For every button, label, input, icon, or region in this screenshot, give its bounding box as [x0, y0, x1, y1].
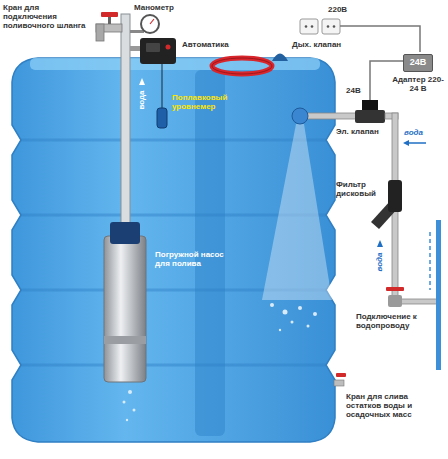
flow-label: вода [404, 128, 423, 137]
power-wire [340, 26, 420, 52]
bubble [298, 306, 302, 310]
valve-coil [362, 100, 378, 110]
tank-rib [21, 139, 326, 142]
tap-spout [96, 24, 104, 41]
voltage-label: 24В [346, 86, 361, 95]
solenoid-valve [355, 110, 385, 123]
bubble [291, 321, 294, 324]
flow-dash [429, 232, 431, 290]
bubble [123, 401, 126, 404]
float-cable [162, 64, 163, 108]
tap-handle [101, 12, 118, 17]
hose-coil [212, 58, 272, 74]
bubble [313, 312, 317, 316]
float-switch [157, 108, 167, 128]
water-spray [262, 124, 332, 300]
part-label: Погружной насос для полива [155, 250, 225, 268]
flow-arrowhead [377, 240, 383, 247]
mains-pipe [398, 299, 438, 304]
tank-body [12, 58, 335, 442]
flow-label: вода [375, 253, 384, 272]
node-text: 24В [403, 54, 434, 72]
power-socket [322, 19, 340, 34]
adapter-box: 24В Адаптер 220-24 В [390, 51, 446, 93]
automation-lamp [166, 45, 171, 50]
tank-rib [21, 364, 326, 367]
automation-box [140, 38, 176, 64]
flow-arrowhead [139, 78, 145, 85]
pump-cap [110, 222, 140, 244]
breather-valve [272, 54, 288, 62]
hose-coil-edge [212, 58, 272, 74]
spray-bubbles [270, 303, 317, 331]
mains-valve-handle [386, 287, 404, 291]
socket-hole [311, 25, 314, 28]
mains-riser [436, 220, 441, 370]
part-label: Подключение к водопроводу [356, 312, 432, 330]
automation-panel [146, 43, 160, 52]
socket-hole [333, 25, 336, 28]
drain-handle [336, 373, 346, 377]
disc-filter [388, 180, 402, 212]
riser-pipe [121, 14, 130, 228]
bubble [128, 390, 132, 394]
float-valve [292, 108, 308, 124]
drain-pipe [334, 380, 344, 386]
socket-hole [305, 25, 308, 28]
voltage-label: 220В [328, 5, 347, 14]
bubble [270, 303, 274, 307]
flow-arrow [408, 142, 426, 144]
socket-hole [327, 25, 330, 28]
part-label: Поплавковый уровнемер [172, 93, 242, 111]
bubble [307, 325, 310, 328]
part-label: Фильтр дисковый [336, 180, 386, 198]
pump-bubbles [123, 390, 136, 421]
pump-ring [104, 336, 146, 344]
tap-stem [108, 16, 111, 24]
part-label: Эл. клапан [336, 127, 379, 136]
part-label: Автоматика [182, 40, 229, 49]
node-caption: Адаптер 220-24 В [390, 75, 446, 93]
part-label: Дых. клапан [292, 40, 341, 49]
pressure-gauge [141, 15, 159, 33]
pump-body [104, 236, 146, 382]
gauge-stem [130, 30, 144, 33]
bubble [279, 329, 281, 331]
gauge-needle [150, 19, 154, 24]
mains-valve [388, 295, 402, 307]
bubble [133, 409, 136, 412]
bubble [283, 310, 288, 315]
power-socket [300, 19, 318, 34]
bubble [126, 419, 128, 421]
part-label: Кран для подключения поливочного шланга [3, 3, 93, 31]
flow-label: вода [137, 90, 146, 109]
flow-arrowhead [403, 140, 409, 146]
part-label: Кран для слива остатков воды и осадочных… [346, 392, 444, 420]
part-label: Манометр [134, 3, 174, 12]
